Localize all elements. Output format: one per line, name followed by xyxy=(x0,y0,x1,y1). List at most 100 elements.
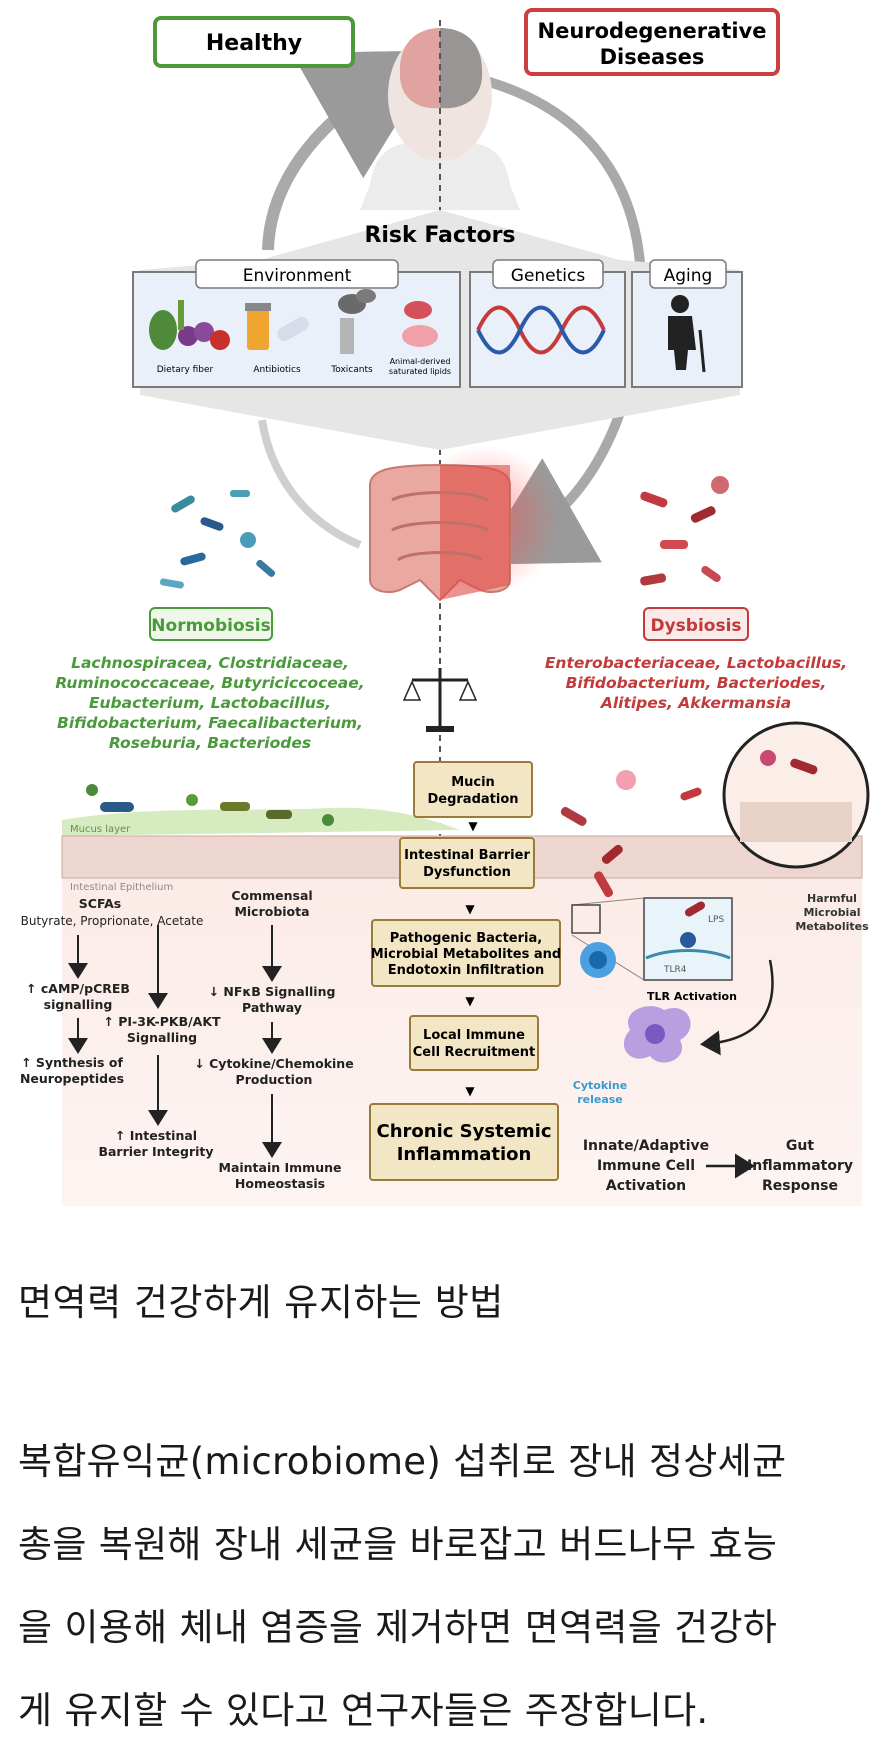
healthy-label: Healthy xyxy=(206,31,302,56)
camp-line1: ↑ cAMP/pCREB xyxy=(26,981,130,996)
patho-line2: Microbial Metabolites and xyxy=(371,947,561,962)
disease-label-line2: Diseases xyxy=(600,45,705,69)
innate-line3: Activation xyxy=(606,1178,686,1194)
down-arrow: ▼ xyxy=(465,1084,475,1098)
mucus-layer xyxy=(62,807,460,836)
tlr-activation-label: TLR Activation xyxy=(647,990,737,1003)
elderly-person-icon xyxy=(668,295,706,373)
mucin-box xyxy=(413,761,533,818)
brain-head-icon xyxy=(360,20,520,1200)
down-arrow: ▼ xyxy=(465,994,475,1008)
paragraph-line: 게 유지할 수 있다고 연구자들은 주장합니다. xyxy=(18,1689,709,1732)
dietary-fiber-label: Dietary fiber xyxy=(157,365,214,375)
normobiosis-bacteria-icon xyxy=(159,490,276,589)
camp-line2: signalling xyxy=(44,997,113,1012)
commensal-line1: Commensal xyxy=(231,888,312,903)
patho-line1: Pathogenic Bacteria, xyxy=(390,931,542,946)
antibiotics-icon xyxy=(245,303,309,350)
maintain-line2: Homeostasis xyxy=(235,1176,325,1191)
mucus-layer-label: Mucus layer xyxy=(70,824,131,835)
pathway-column: Mucin Degradation ▼ Intestinal Barrier D… xyxy=(369,761,561,1181)
magnified-cells-icon xyxy=(722,721,870,869)
tlr4-label: TLR4 xyxy=(663,965,687,975)
pi3k-line1: ↑ PI-3K-PKB/AKT xyxy=(103,1014,221,1029)
toxicants-icon xyxy=(338,289,376,354)
antibiotics-label: Antibiotics xyxy=(253,365,301,375)
dysbiosis-bacteria-icon xyxy=(640,476,729,586)
aging-label: Aging xyxy=(664,266,713,286)
harmful-line1: Harmful xyxy=(807,892,857,905)
harmful-line3: Metabolites xyxy=(795,920,869,933)
dysbio-taxa-line: Enterobacteriaceae, Lactobacillus, xyxy=(545,654,847,672)
dysbiosis-box xyxy=(643,607,749,641)
animal-lipids-icon xyxy=(402,301,438,347)
environment-label: Environment xyxy=(243,266,352,286)
scfas-list: Butyrate, Proprionate, Acetate xyxy=(21,914,204,928)
mucin-line1: Mucin xyxy=(451,775,495,790)
normo-taxa-line: Ruminococcaceae, Butyriciccoceae, xyxy=(55,674,364,692)
normobiosis-label: Normobiosis xyxy=(151,616,270,636)
innate-line2: Immune Cell xyxy=(597,1158,695,1174)
paragraph-line: 복합유익균(microbiome) 섭취로 장내 정상세균 xyxy=(18,1440,787,1483)
toxicants-label: Toxicants xyxy=(330,365,373,375)
paragraph-line: 총을 복원해 장내 세균을 바로잡고 버드나무 효능 xyxy=(18,1523,778,1566)
surface-bacteria-icon xyxy=(86,784,334,826)
immune-line2: Cell Recruitment xyxy=(413,1045,536,1060)
harmful-arrow xyxy=(700,959,774,1056)
nfkb-line1: ↓ NFκB Signalling xyxy=(209,984,336,999)
synth-line1: ↑ Synthesis of xyxy=(21,1055,123,1070)
barrier-box xyxy=(399,837,535,889)
chronic-line1: Chronic Systemic xyxy=(376,1121,551,1142)
immune-line1: Local Immune xyxy=(423,1028,525,1043)
normo-taxa-line: Lachnospiracea, Clostridiaceae, xyxy=(71,654,349,672)
chronic-line2: Inflammation xyxy=(397,1144,532,1165)
normo-taxa-line: Bifidobacterium, Faecalibacterium, xyxy=(57,714,363,732)
gut-line2: Inflammatory xyxy=(747,1158,853,1174)
mucin-line2: Degradation xyxy=(427,792,518,807)
commensal-line2: Microbiota xyxy=(234,904,309,919)
normo-taxa-line: Roseburia, Bacteriodes xyxy=(109,734,311,752)
dysbiosis-label: Dysbiosis xyxy=(650,616,741,636)
disease-label-line1: Neurodegenerative xyxy=(538,19,767,43)
paragraph-line: 을 이용해 체내 염증을 제거하면 면역력을 건강하 xyxy=(18,1606,778,1649)
normobiosis-box xyxy=(149,607,273,641)
dietary-fiber-icon xyxy=(149,300,230,350)
balance-scale-icon xyxy=(402,668,478,732)
cyto-line1: ↓ Cytokine/Chemokine xyxy=(194,1056,353,1071)
lps-label: LPS xyxy=(708,915,724,925)
microbiome-figure: Healthy Neurodegenerative Diseases Risk … xyxy=(20,8,870,1206)
left-pathway-arrows xyxy=(68,925,282,1158)
dna-icon xyxy=(476,305,606,355)
cyto-line2: Production xyxy=(236,1072,313,1087)
lipids-label-line1: Animal-derived xyxy=(390,357,451,366)
scfas-label: SCFAs xyxy=(79,896,121,911)
barrier-int-line2: Barrier Integrity xyxy=(98,1144,213,1159)
risk-title: Risk Factors xyxy=(364,223,515,248)
article-paragraph: 복합유익균(microbiome) 섭취로 장내 정상세균 총을 복원해 장내 … xyxy=(18,1420,873,1752)
barrier-line1: Intestinal Barrier xyxy=(404,848,530,863)
lipids-label-line2: saturated lipids xyxy=(389,367,451,376)
local-immune-box xyxy=(409,1015,539,1071)
harmful-line2: Microbial xyxy=(803,906,860,919)
barrier-line2: Dysfunction xyxy=(423,865,511,880)
genetics-label: Genetics xyxy=(511,266,586,286)
healthy-box xyxy=(153,16,355,68)
pathogenic-box xyxy=(371,919,561,987)
dysbio-taxa-line: Bifidobacterium, Bacteriodes, xyxy=(566,674,827,692)
dysbiosis-surface-bacteria-icon xyxy=(560,770,702,898)
dysbio-taxa-line: Alitipes, Akkermansia xyxy=(600,694,791,712)
cytokine-line2: release xyxy=(577,1093,623,1106)
down-arrow: ▼ xyxy=(468,819,478,833)
pi3k-line2: Signalling xyxy=(127,1030,197,1045)
normo-taxa-line: Eubacterium, Lactobacillus, xyxy=(89,694,331,712)
chronic-inflammation-box xyxy=(369,1103,559,1181)
tlr4-inset xyxy=(571,897,733,981)
barrier-int-line1: ↑ Intestinal xyxy=(115,1128,197,1143)
synth-line2: Neuropeptides xyxy=(20,1071,124,1086)
gut-line1: Gut xyxy=(786,1138,814,1154)
gut-line3: Response xyxy=(762,1178,838,1194)
figure-caption: 면역력 건강하게 유지하는 방법 xyxy=(18,1281,504,1324)
nfkb-line2: Pathway xyxy=(242,1000,302,1015)
down-arrow: ▼ xyxy=(465,902,475,916)
cytokine-line1: Cytokine xyxy=(573,1079,627,1092)
